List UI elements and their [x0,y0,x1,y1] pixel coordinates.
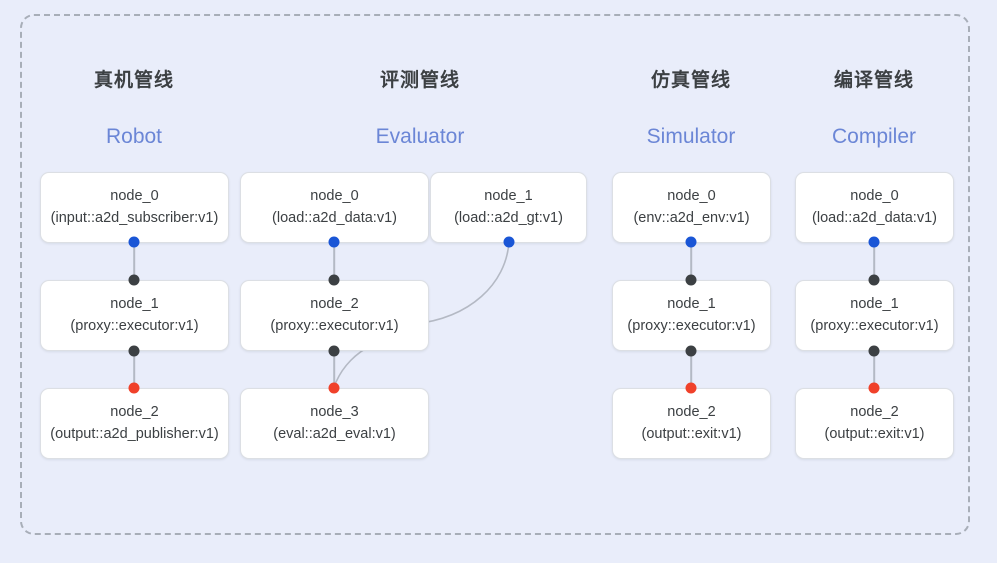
node-simulator-0-spec: (env::a2d_env:v1) [633,209,750,226]
connector-compiler-0-1 [873,242,875,278]
column-subtitle-robot: Robot [105,125,163,148]
port-dot-output-compiler-1 [868,345,880,357]
node-compiler-2-spec: (output::exit:v1) [824,425,925,442]
node-compiler-2-title: node_2 [850,404,899,421]
column-title-evaluator: 评测管线 [379,70,461,91]
node-compiler-1-title: node_1 [850,296,899,313]
port-dot-input-simulator-2 [685,382,697,394]
node-robot-2[interactable]: node_2 (output::a2d_publisher:v1) [40,388,229,459]
node-compiler-0-title: node_0 [850,188,899,205]
port-dot-output-evaluator-2 [328,345,340,357]
node-robot-0[interactable]: node_0 (input::a2d_subscriber:v1) [40,172,229,243]
node-compiler-2[interactable]: node_2 (output::exit:v1) [795,388,954,459]
connector-evaluator-0-2 [333,242,335,278]
port-dot-output-robot-0 [128,236,140,248]
node-compiler-1[interactable]: node_1 (proxy::executor:v1) [795,280,954,351]
connector-robot-1-2 [133,351,135,387]
port-dot-output-evaluator-0 [328,236,340,248]
node-simulator-2-title: node_2 [667,404,716,421]
connector-robot-0-1 [133,242,135,278]
node-compiler-0[interactable]: node_0 (load::a2d_data:v1) [795,172,954,243]
node-evaluator-2-spec: (proxy::executor:v1) [270,317,399,334]
node-robot-0-spec: (input::a2d_subscriber:v1) [50,209,219,226]
node-simulator-1-title: node_1 [667,296,716,313]
node-evaluator-1-spec: (load::a2d_gt:v1) [454,209,563,226]
node-evaluator-3[interactable]: node_3 (eval::a2d_eval:v1) [240,388,429,459]
node-robot-1[interactable]: node_1 (proxy::executor:v1) [40,280,229,351]
node-evaluator-1-title: node_1 [484,188,533,205]
node-simulator-1[interactable]: node_1 (proxy::executor:v1) [612,280,771,351]
node-evaluator-3-spec: (eval::a2d_eval:v1) [273,425,396,442]
node-robot-2-title: node_2 [110,404,159,421]
port-dot-output-compiler-0 [868,236,880,248]
node-evaluator-0[interactable]: node_0 (load::a2d_data:v1) [240,172,429,243]
node-simulator-0[interactable]: node_0 (env::a2d_env:v1) [612,172,771,243]
port-dot-input-evaluator-3 [328,382,340,394]
connector-simulator-0-1 [690,242,692,278]
port-dot-input-robot-2 [128,382,140,394]
connector-compiler-1-2 [873,351,875,387]
node-robot-1-spec: (proxy::executor:v1) [70,317,199,334]
node-simulator-2[interactable]: node_2 (output::exit:v1) [612,388,771,459]
port-dot-input-compiler-2 [868,382,880,394]
node-evaluator-0-title: node_0 [310,188,359,205]
connector-evaluator-2-3 [333,351,335,387]
column-title-simulator: 仿真管线 [650,70,732,91]
node-evaluator-2[interactable]: node_2 (proxy::executor:v1) [240,280,429,351]
port-dot-input-simulator-1 [685,274,697,286]
column-subtitle-simulator: Simulator [646,125,736,148]
node-evaluator-1[interactable]: node_1 (load::a2d_gt:v1) [430,172,587,243]
port-dot-output-simulator-1 [685,345,697,357]
node-robot-2-spec: (output::a2d_publisher:v1) [50,425,219,442]
node-evaluator-0-spec: (load::a2d_data:v1) [272,209,397,226]
node-simulator-0-title: node_0 [667,188,716,205]
column-subtitle-compiler: Compiler [831,125,917,148]
node-evaluator-2-title: node_2 [310,296,359,313]
port-dot-input-compiler-1 [868,274,880,286]
port-dot-output-simulator-0 [685,236,697,248]
column-title-robot: 真机管线 [93,70,175,91]
node-robot-1-title: node_1 [110,296,159,313]
port-dot-input-robot-1 [128,274,140,286]
node-simulator-2-spec: (output::exit:v1) [641,425,742,442]
node-robot-0-title: node_0 [110,188,159,205]
node-evaluator-3-title: node_3 [310,404,359,421]
port-dot-input-evaluator-2 [328,274,340,286]
node-compiler-1-spec: (proxy::executor:v1) [810,317,939,334]
connector-simulator-1-2 [690,351,692,387]
column-title-compiler: 编译管线 [833,70,915,91]
port-dot-output-robot-1 [128,345,140,357]
node-compiler-0-spec: (load::a2d_data:v1) [812,209,937,226]
column-subtitle-evaluator: Evaluator [375,125,465,148]
node-simulator-1-spec: (proxy::executor:v1) [627,317,756,334]
port-dot-output-evaluator-1 [503,236,515,248]
